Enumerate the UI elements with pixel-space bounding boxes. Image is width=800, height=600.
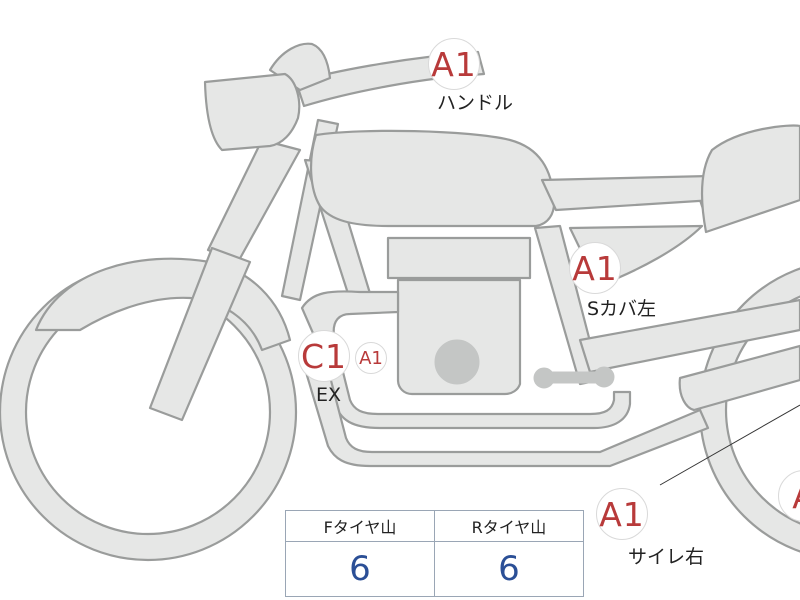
seat bbox=[540, 174, 716, 212]
front-tire-value: 6 bbox=[285, 541, 435, 597]
engine-block bbox=[396, 278, 522, 396]
rear-seat bbox=[700, 124, 800, 234]
leader-line bbox=[659, 404, 800, 486]
grade-badge-exhaust: C1 bbox=[298, 330, 350, 382]
exhaust-lower bbox=[298, 344, 710, 468]
label-side-cover-left: Sカバ左 bbox=[587, 298, 657, 320]
footpeg bbox=[533, 366, 615, 389]
muffler bbox=[678, 344, 800, 412]
label-exhaust: EX bbox=[316, 384, 342, 406]
engine-cover bbox=[434, 339, 480, 385]
exhaust-upper bbox=[300, 290, 632, 430]
rear-tire-header: Rタイヤ山 bbox=[434, 510, 584, 542]
fork-lower bbox=[148, 246, 252, 422]
front-fork bbox=[206, 138, 302, 264]
headlight bbox=[203, 72, 301, 152]
label-handlebar: ハンドル bbox=[437, 92, 514, 114]
fuel-tank bbox=[309, 129, 556, 228]
grade-badge-side-cover-left: A1 bbox=[569, 242, 621, 294]
label-muffler-right: サイレ右 bbox=[628, 546, 705, 568]
grade-badge-muffler-right: A1 bbox=[596, 488, 648, 540]
front-tire-header: Fタイヤ山 bbox=[285, 510, 435, 542]
grade-badge-exhaust-secondary: A1 bbox=[355, 342, 387, 374]
engine-top bbox=[386, 236, 532, 280]
swingarm bbox=[578, 298, 800, 374]
tire-tread-table: Fタイヤ山 Rタイヤ山 6 6 bbox=[285, 510, 584, 597]
grade-badge-handlebar: A1 bbox=[428, 38, 480, 90]
rear-tire-value: 6 bbox=[434, 541, 584, 597]
